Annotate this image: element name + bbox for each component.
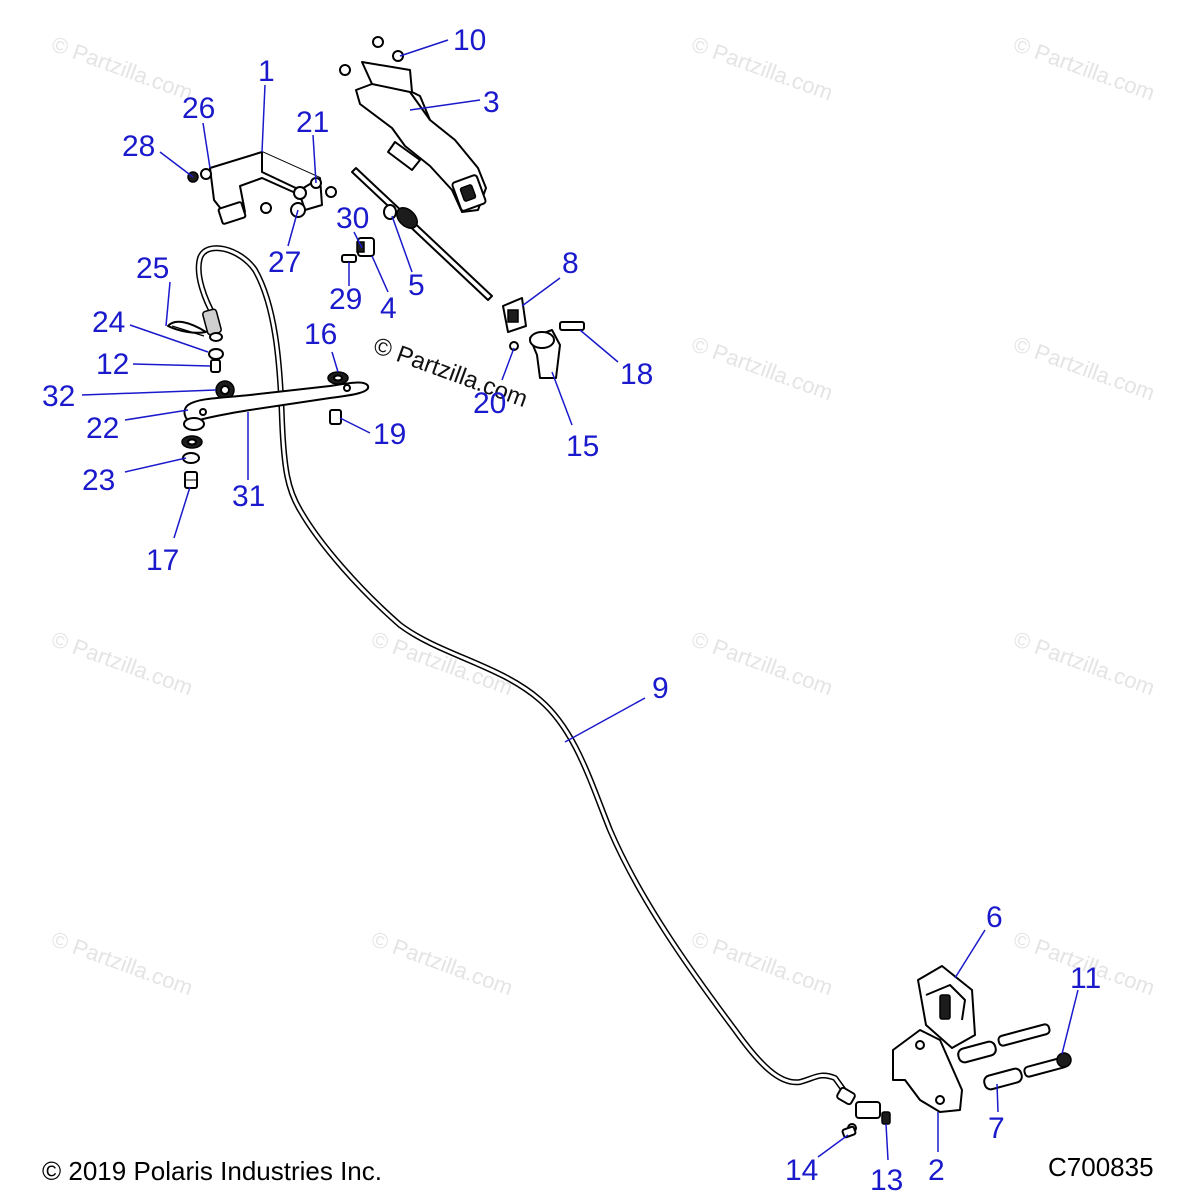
callout-7: 7 [988, 1112, 1005, 1145]
watermark: © Partzilla.com [48, 31, 196, 105]
hairpin-clip [167, 320, 207, 337]
bracket-31 [181, 381, 370, 464]
callout-15: 15 [566, 430, 599, 463]
callout-20: 20 [473, 387, 506, 420]
watermark: © Partzilla.com [1010, 31, 1158, 105]
callout-11: 11 [1070, 962, 1101, 995]
watermark: © Partzilla.com [1010, 626, 1158, 700]
watermark: © Partzilla.com [688, 331, 836, 405]
callout-4: 4 [380, 292, 397, 325]
watermark: © Partzilla.com [688, 926, 836, 1000]
callout-16: 16 [304, 318, 337, 351]
callout-23: 23 [82, 464, 115, 497]
watermark: © Partzilla.com [688, 626, 836, 700]
bracket-2 [892, 1029, 963, 1113]
callout-6: 6 [986, 901, 1003, 934]
callout-5: 5 [408, 269, 425, 302]
callout-29: 29 [329, 283, 362, 316]
callout-3: 3 [483, 86, 500, 119]
pin-18 [559, 321, 585, 331]
lever-15 [529, 329, 561, 379]
cable [195, 245, 851, 1099]
callout-26: 26 [182, 92, 215, 125]
shaft-rod [351, 167, 493, 301]
callout-10: 10 [453, 24, 486, 57]
callout-13: 13 [870, 1164, 903, 1197]
bracket-1 [187, 151, 337, 225]
washer-16 [327, 371, 349, 385]
callout-22: 22 [86, 412, 119, 445]
bracket-3 [339, 36, 487, 213]
callout-12: 12 [96, 348, 129, 381]
watermark: © Partzilla.com [368, 926, 516, 1000]
leader-lines [81, 39, 1079, 1161]
callout-19: 19 [373, 418, 406, 451]
watermark: © Partzilla.com [48, 926, 196, 1000]
cable-end-fitting-lower [836, 1086, 891, 1139]
center-watermark: © Partzilla.com [370, 332, 531, 413]
callout-27: 27 [268, 246, 301, 279]
callout-28: 28 [122, 130, 155, 163]
callout-18: 18 [620, 358, 653, 391]
callout-2: 2 [928, 1154, 945, 1187]
bolt-19 [329, 409, 342, 425]
callout-9: 9 [652, 672, 669, 705]
callout-30: 30 [336, 202, 369, 235]
watermark: © Partzilla.com [1010, 331, 1158, 405]
small-fastener-group [341, 237, 375, 263]
diagram-code: C700835 [1048, 1152, 1154, 1182]
callout-14: 14 [785, 1154, 818, 1187]
bolts-11 [997, 1023, 1072, 1078]
caliper-6 [917, 965, 976, 1049]
callout-25: 25 [136, 252, 169, 285]
callout-labels: 1 2 3 4 5 6 7 8 9 10 11 12 13 14 15 16 1… [42, 24, 1101, 1197]
callout-8: 8 [562, 247, 579, 280]
watermark: © Partzilla.com [368, 626, 516, 700]
pins-7 [957, 1040, 1023, 1091]
callout-17: 17 [146, 544, 179, 577]
bolt-17 [184, 471, 198, 489]
callout-31: 31 [232, 480, 265, 513]
watermark: © Partzilla.com [688, 31, 836, 105]
copyright-text: © 2019 Polaris Industries Inc. [42, 1156, 382, 1186]
callout-1: 1 [258, 55, 275, 88]
clip-8 [502, 297, 527, 333]
callout-24: 24 [92, 306, 125, 339]
callout-21: 21 [296, 106, 329, 139]
callout-32: 32 [42, 380, 75, 413]
watermark: © Partzilla.com [48, 626, 196, 700]
cable-end-fitting-upper [202, 308, 224, 373]
